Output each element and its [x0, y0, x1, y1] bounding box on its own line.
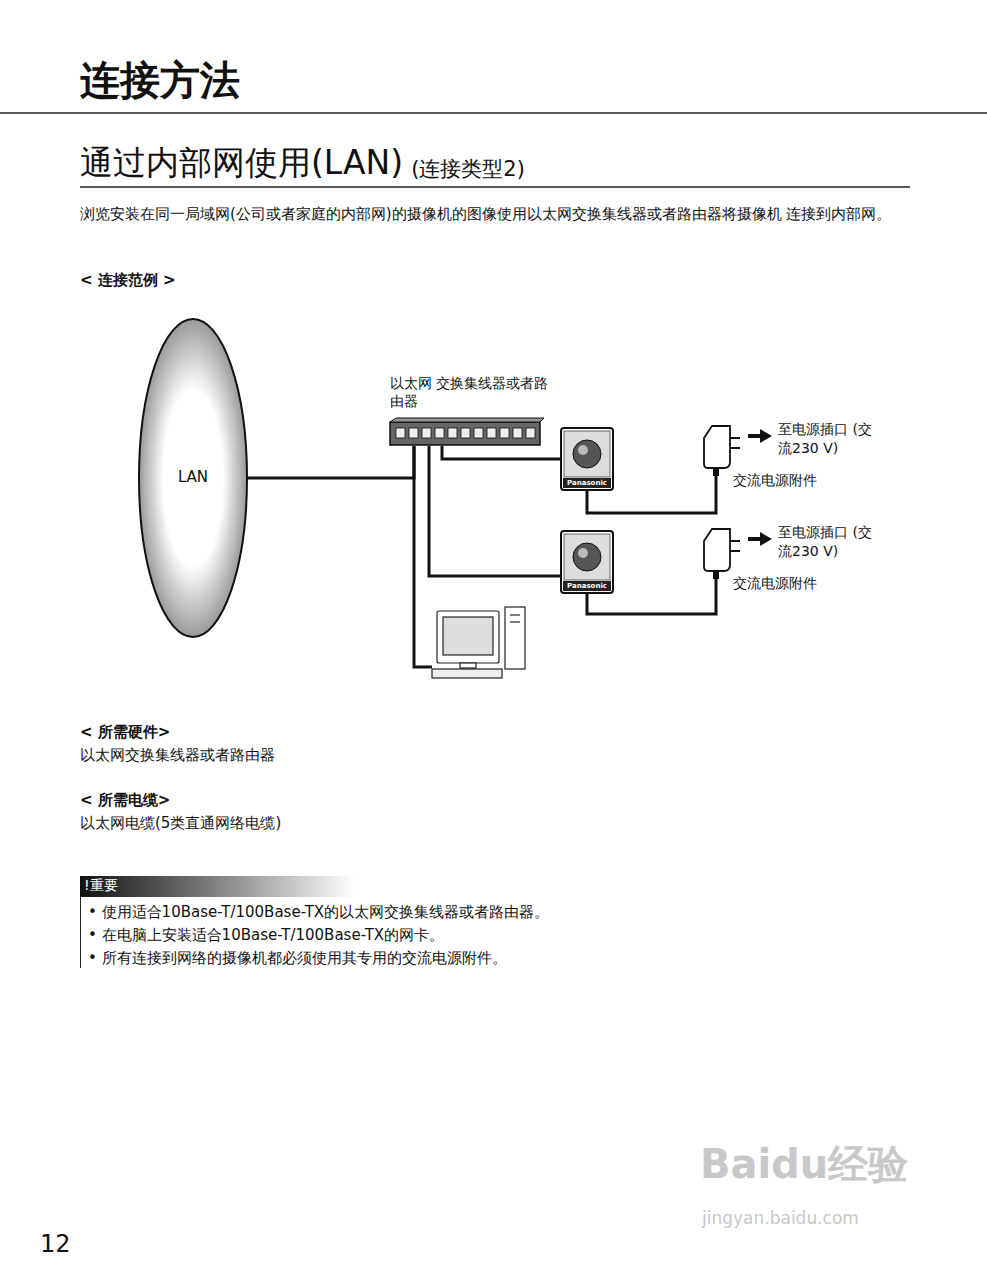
- cord-strain: [713, 571, 719, 579]
- outlet-arrow: [748, 434, 762, 438]
- important-bar: [80, 876, 355, 897]
- camera-face: [564, 534, 610, 580]
- outlet-arrowhead: [760, 532, 772, 546]
- pc-illustration: [432, 607, 525, 678]
- section-heading: 通过内部网使用(LAN): [80, 142, 403, 185]
- switch-box: 以太网 交换集线器或者路由器: [388, 374, 558, 448]
- node-text: 以太网 交换集线器或者路由器: [390, 374, 558, 410]
- watermark-url: jingyan.baidu.com: [702, 1208, 859, 1228]
- note-bullet: • 在电脑上安装适合10Base-T/100Base-TX的网卡。: [88, 925, 444, 947]
- plug-prong: [730, 540, 740, 542]
- switch-port: [526, 428, 535, 438]
- camera-dome: [573, 440, 601, 468]
- switch-body: [390, 422, 540, 445]
- watermark: Baidu经验: [700, 1140, 908, 1188]
- cable-connector: [247, 446, 414, 478]
- cord-strain: [713, 468, 719, 476]
- requirement-text: 以太网电缆(5类直通网络电缆): [80, 813, 281, 835]
- intro-paragraph: 浏览安装在同一局域网(公司或者家庭的内部网)的摄像机的图像使用以太网交换集线器或…: [80, 204, 915, 226]
- important-header: !重要: [84, 876, 118, 896]
- plug-prong: [730, 447, 740, 449]
- node-text: 至电源插口 (交流230 V): [778, 420, 876, 458]
- switch-port: [461, 428, 470, 438]
- camera-face: [564, 431, 610, 477]
- camera-highlight: [578, 548, 588, 558]
- camera-housing: [561, 428, 613, 490]
- important-rule: [80, 897, 81, 968]
- switch-port: [422, 428, 431, 438]
- subsection-label: < 所需电缆>: [80, 790, 170, 812]
- heading-rule: [80, 186, 910, 188]
- page-title: 连接方法: [80, 54, 240, 106]
- lan-outline: [139, 319, 247, 637]
- switch-port: [513, 428, 522, 438]
- node-text: 交流电源附件: [733, 574, 817, 592]
- note-bullet: • 使用适合10Base-T/100Base-TX的以太网交换集线器或者路由器。: [88, 902, 549, 924]
- adapter-body: [704, 529, 730, 571]
- section-subheading: (连接类型2): [411, 156, 525, 183]
- switch-port: [396, 428, 405, 438]
- outlet-arrowhead: [760, 429, 772, 443]
- camera-box: Panasonic: [560, 530, 614, 594]
- node-text: 交流电源附件: [733, 471, 817, 489]
- title-rule: [0, 112, 987, 114]
- subsection-label: < 连接范例 >: [80, 270, 176, 292]
- cable-connector: [429, 446, 560, 576]
- cable-connector: [442, 446, 560, 459]
- node-text: Panasonic: [560, 478, 614, 488]
- camera-housing: [561, 531, 613, 593]
- camera-dome: [573, 543, 601, 571]
- subsection-label: < 所需硬件>: [80, 722, 170, 744]
- node-text: Panasonic: [560, 581, 614, 591]
- switch-port: [474, 428, 483, 438]
- requirement-text: 以太网交换集线器或者路由器: [80, 745, 275, 767]
- node-text: LAN: [138, 468, 248, 486]
- adapter-box: 至电源插口 (交流230 V) 交流电源附件: [700, 523, 878, 595]
- switch-port: [409, 428, 418, 438]
- lan-ellipse: LAN: [138, 318, 248, 638]
- plug-prong: [730, 437, 740, 439]
- note-bullet: • 所有连接到网络的摄像机都必须使用其专用的交流电源附件。: [88, 948, 507, 970]
- switch-port: [487, 428, 496, 438]
- plug-prong: [730, 550, 740, 552]
- switch-port: [448, 428, 457, 438]
- page-number: 12: [40, 1230, 71, 1259]
- camera-highlight: [578, 445, 588, 455]
- switch-port: [500, 428, 509, 438]
- switch-port: [435, 428, 444, 438]
- adapter-body: [704, 426, 730, 468]
- adapter-box: 至电源插口 (交流230 V) 交流电源附件: [700, 420, 878, 492]
- switch-top: [390, 418, 544, 422]
- camera-box: Panasonic: [560, 427, 614, 491]
- node-text: 至电源插口 (交流230 V): [778, 523, 876, 561]
- outlet-arrow: [748, 537, 762, 541]
